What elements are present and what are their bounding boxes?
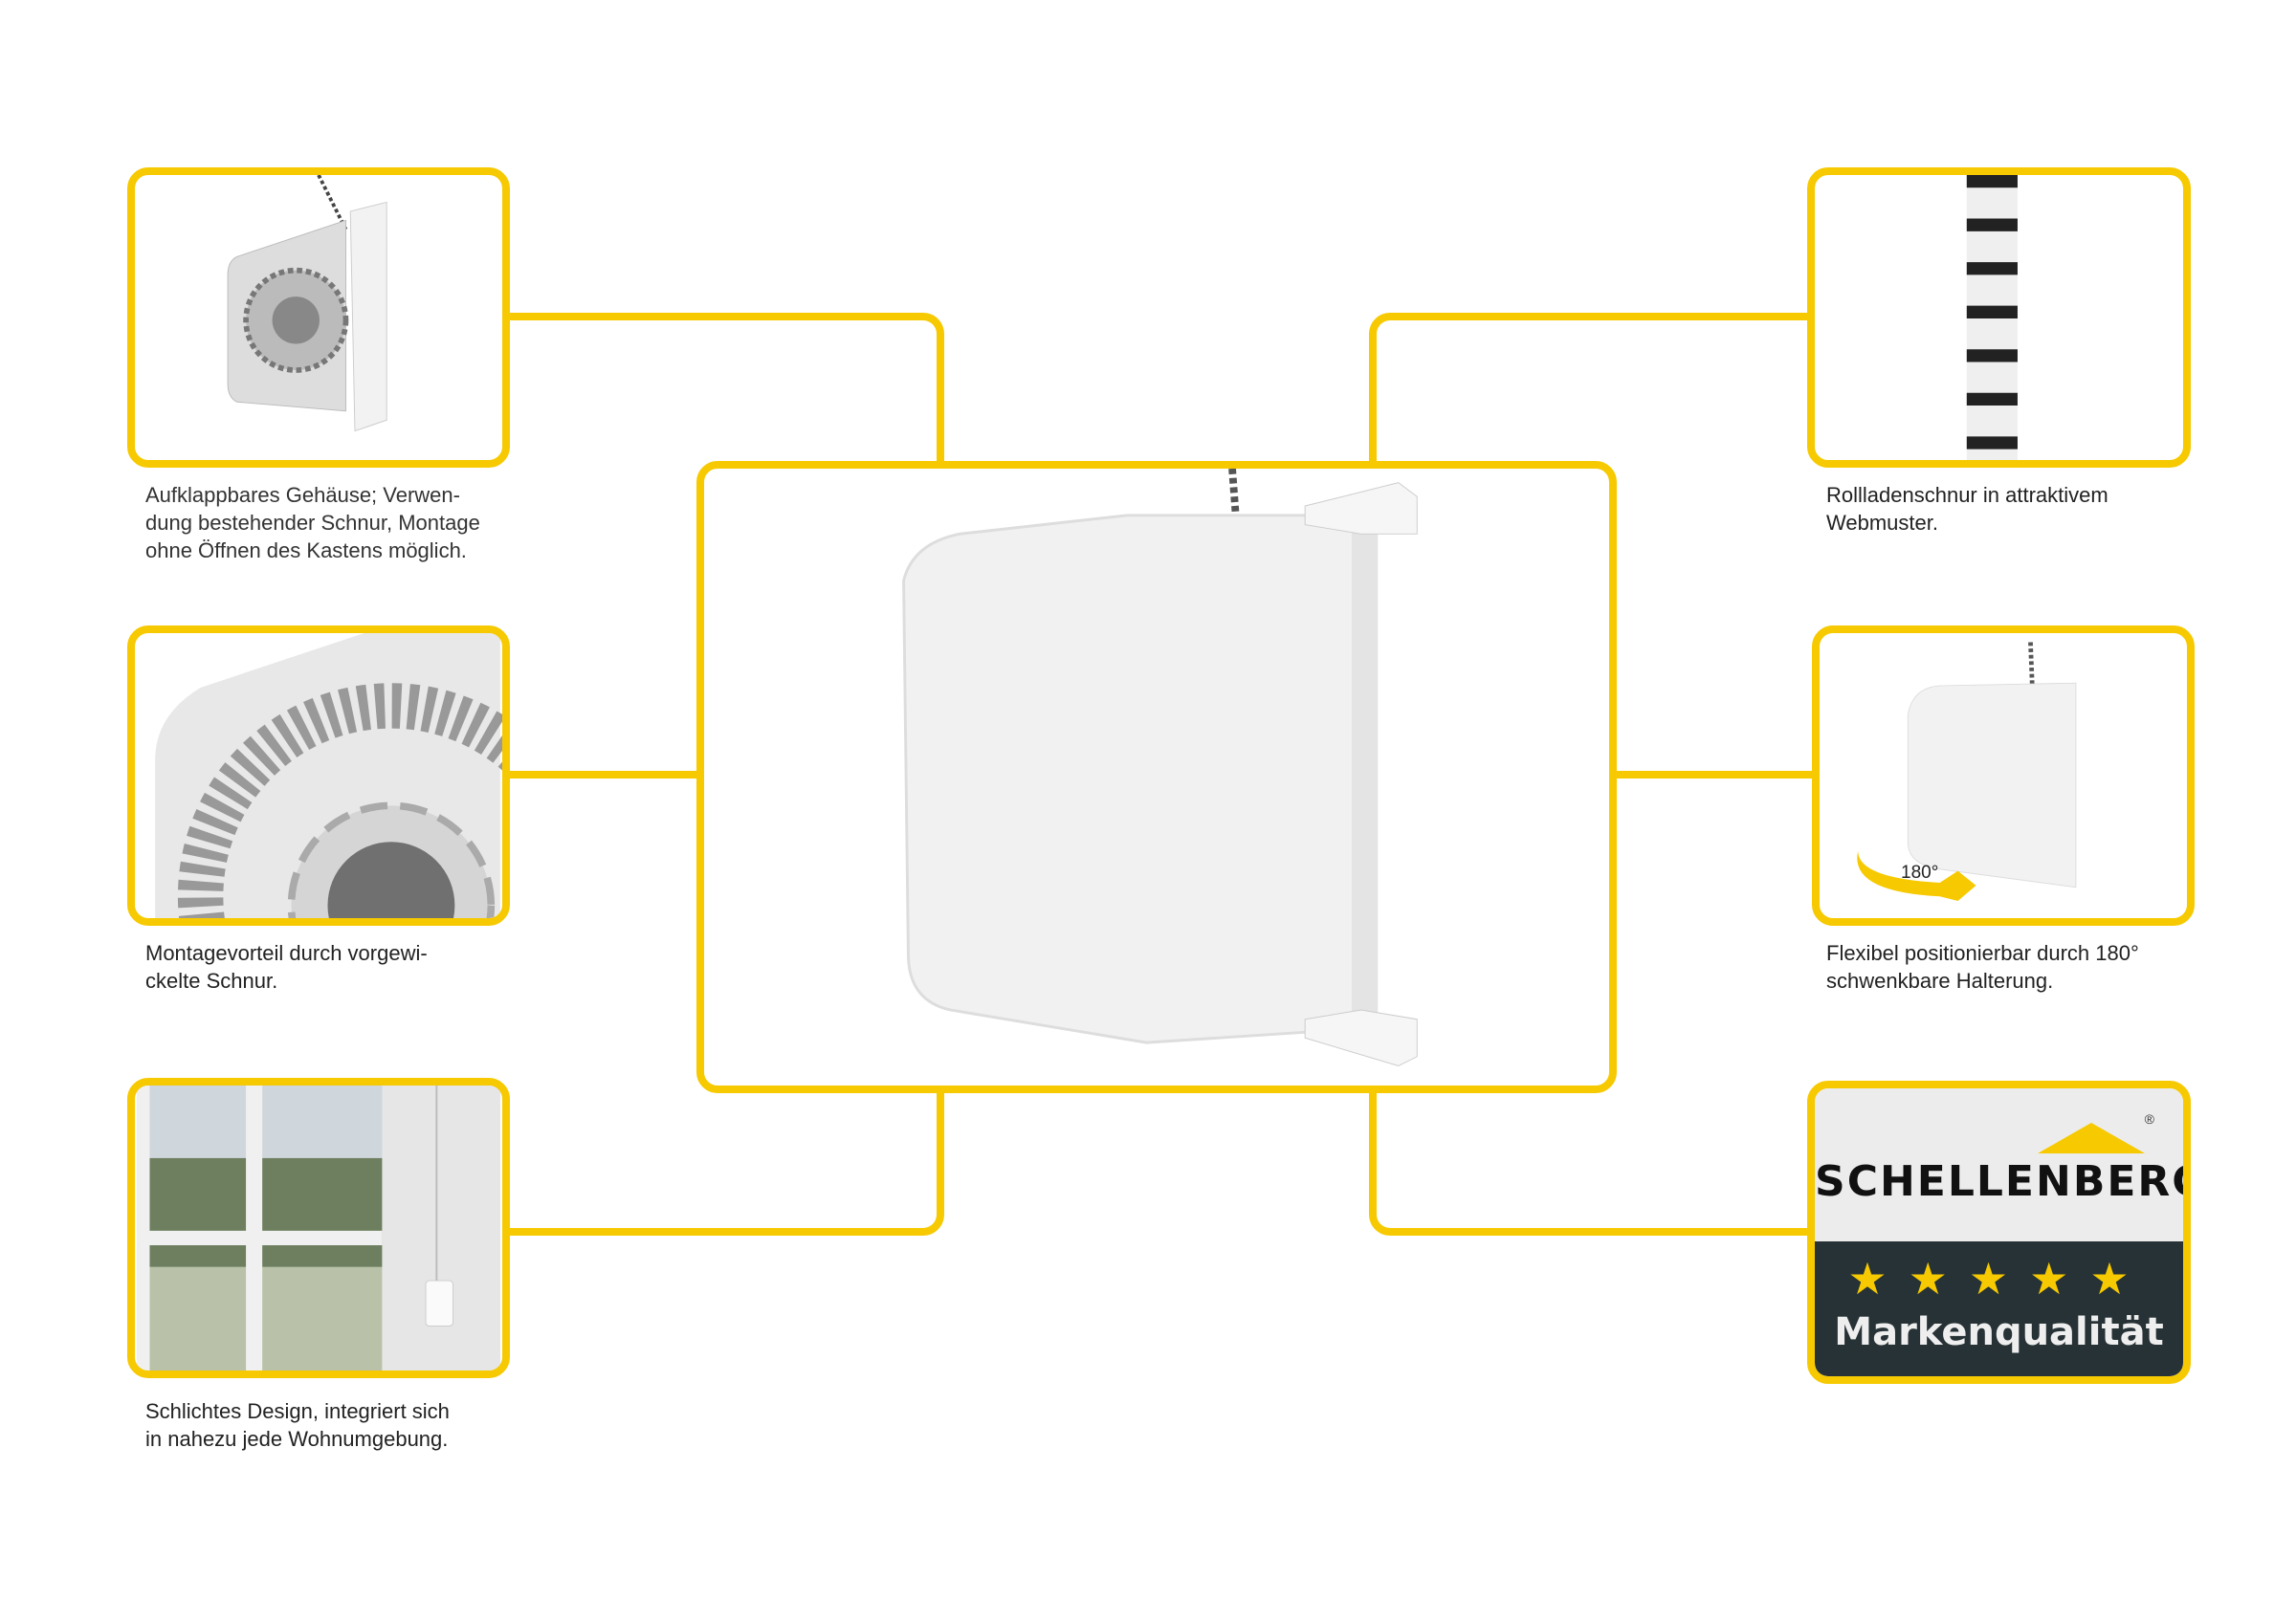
connector [510,1088,944,1236]
connector [1612,771,1813,779]
rating-stars: ★★★★★ [1847,1254,2151,1304]
rotation-badge: 180° [1901,863,1939,883]
brand-name: SCHELLENBERG [1815,1157,2191,1206]
quality-tagline: Markenqualität [1834,1310,2164,1354]
product-main-image [696,461,1617,1093]
swivel-caption: Flexibel positionierbar durch 180° schwe… [1826,941,2139,993]
cord-caption: Rollladenschnur in attraktivem Webmuster… [1826,483,2108,535]
connector [1369,1088,1811,1236]
brand-logo: ® SCHELLENBERG ★★★★★ Markenqualität [1807,1081,2191,1384]
prewound-caption: Montagevorteil durch vorgewi- ckelte Sch… [145,941,428,993]
connector [1369,313,1811,466]
prewound-image [127,625,510,926]
connector [510,771,701,779]
housing-image [127,167,510,468]
design-caption: Schlichtes Design, integriert sich in na… [145,1399,450,1451]
design-image [127,1078,510,1378]
cord-image [1807,167,2191,468]
connector [510,313,944,466]
registered-mark: ® [2144,1111,2154,1127]
swivel-image: 180° [1812,625,2195,926]
housing-caption: Aufklappbares Gehäuse; Verwen- dung best… [145,483,480,562]
roof-icon [2038,1123,2145,1153]
